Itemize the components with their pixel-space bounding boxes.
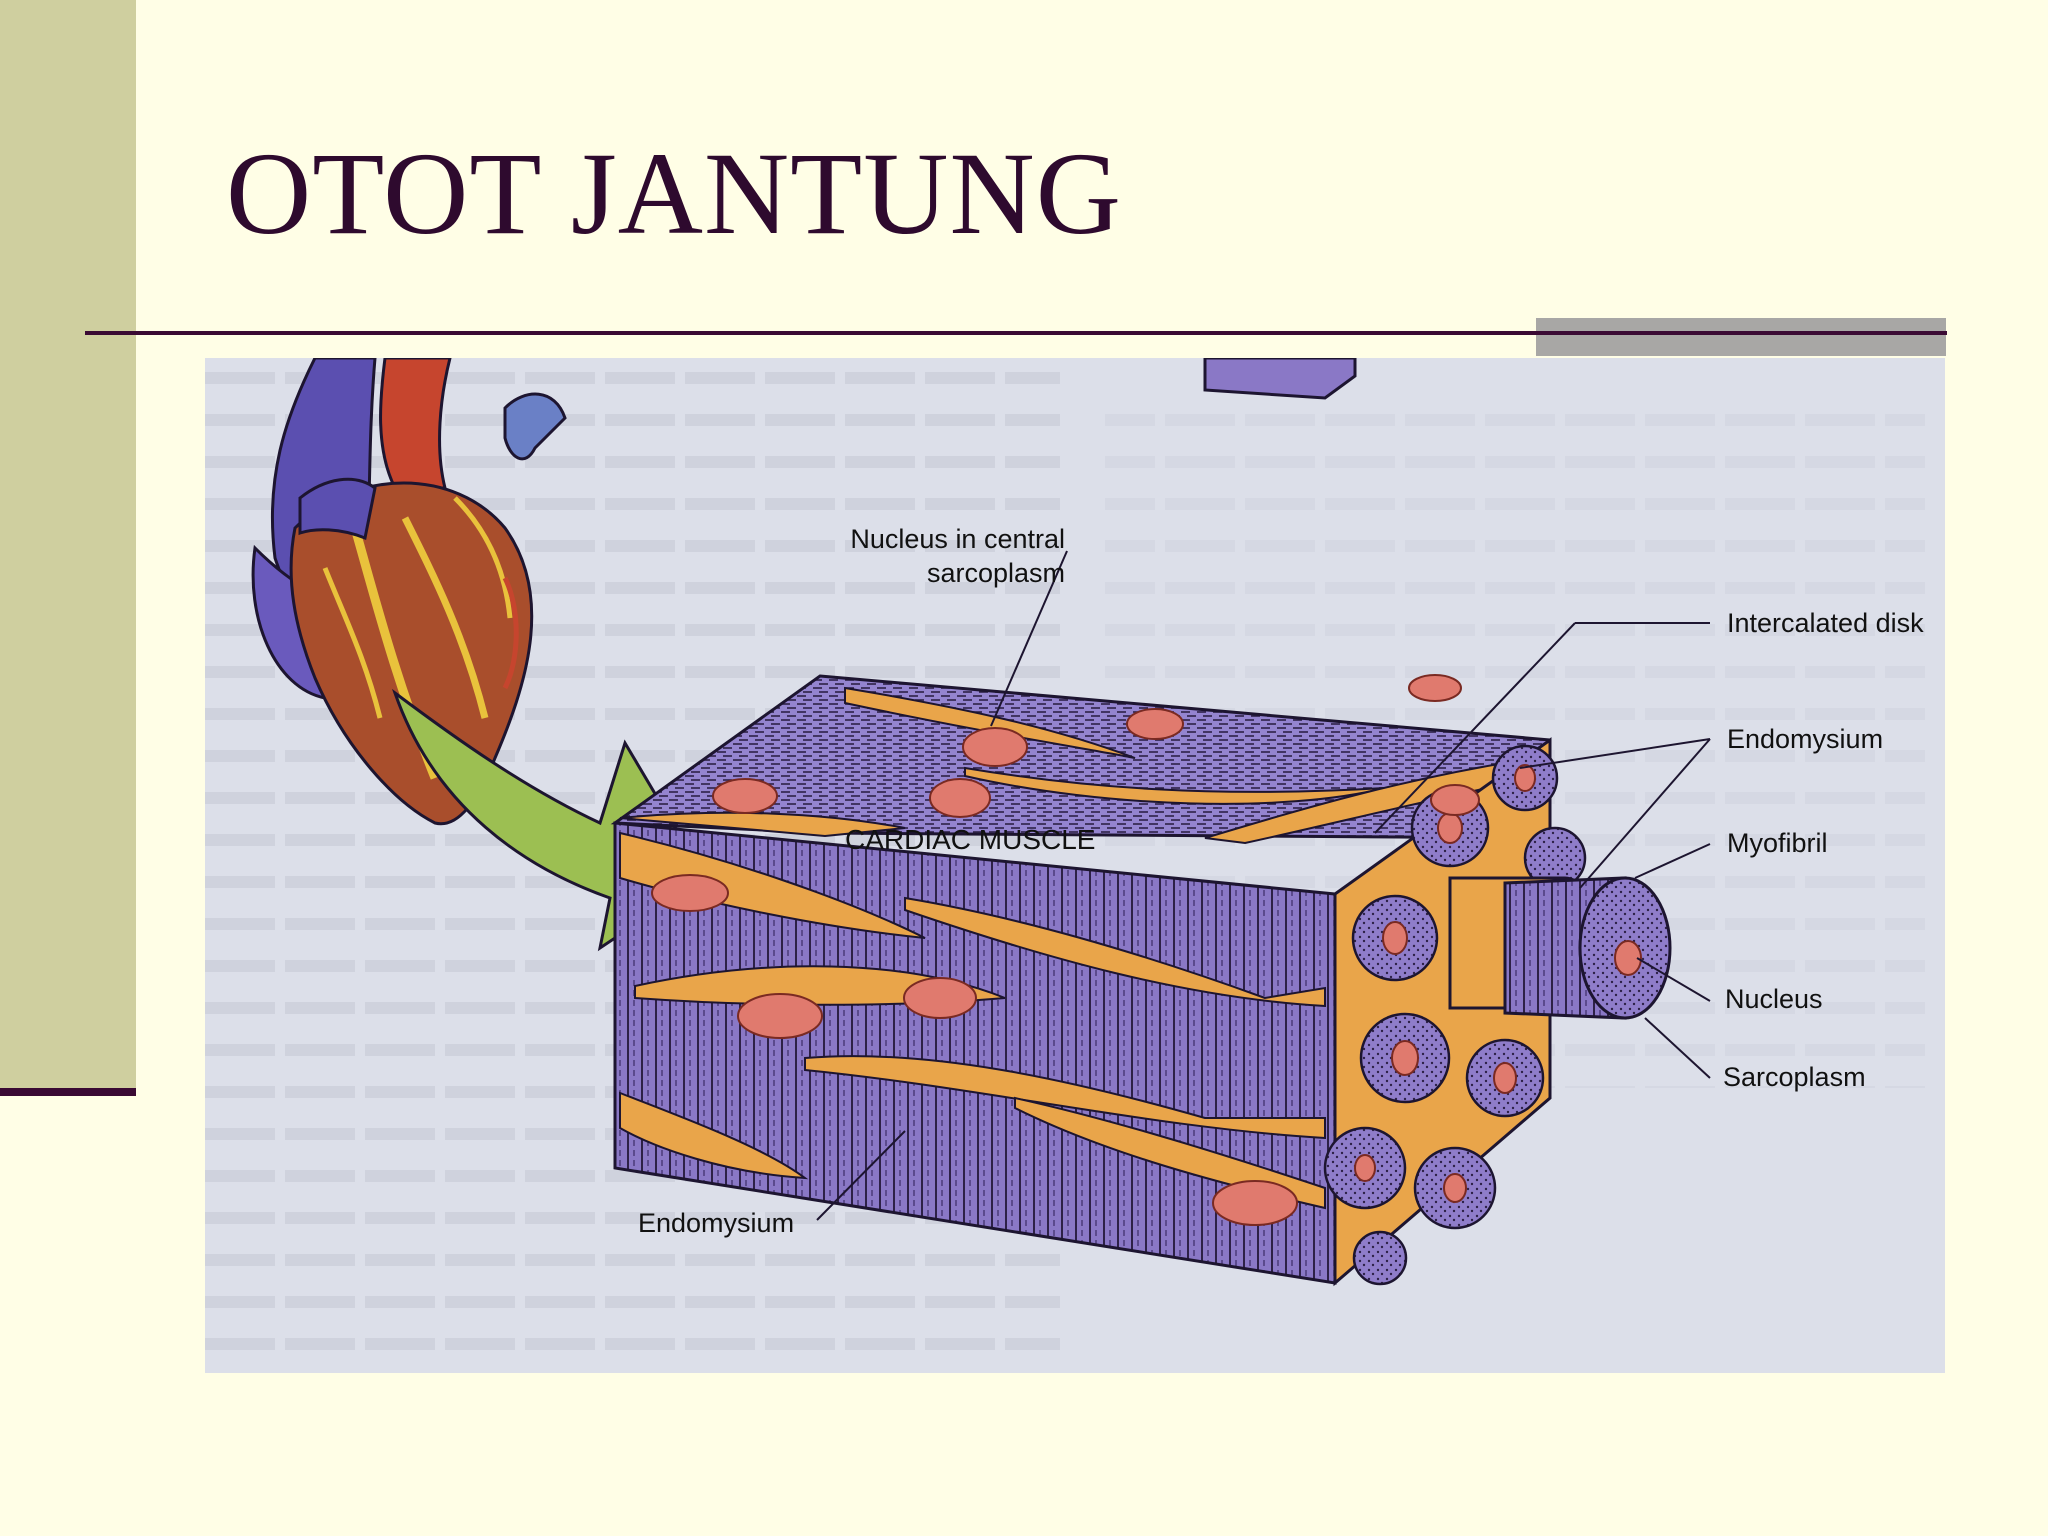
page-title: OTOT JANTUNG [226,128,1122,259]
label-nucleus-central-line1: Nucleus in central [850,524,1065,554]
nuclei [651,674,1480,1226]
cropped-muscle-block [1203,358,1357,400]
sidebar-decoration [0,0,136,1088]
title-rule [85,331,1947,335]
label-myofibril: Myofibril [1727,828,1828,858]
cardiac-muscle-illustration [205,358,1925,1373]
heart-illustration [251,358,567,826]
label-nucleus: Nucleus [1725,984,1823,1014]
label-intercalated-disk: Intercalated disk [1727,608,1924,638]
myofibril-cylinder [1448,876,1672,1020]
label-nucleus-central-line2: sarcoplasm [926,558,1065,588]
cardiac-muscle-figure: CARDIAC MUSCLE Nucleus in central sarcop… [205,358,1945,1373]
leader-lines [816,550,1711,1221]
label-endomysium-bottom: Endomysium [638,1208,795,1238]
sidebar-edge [0,1088,136,1096]
label-endomysium-right: Endomysium [1727,724,1884,754]
heart-label: CARDIAC MUSCLE [845,824,1096,855]
label-sarcoplasm: Sarcoplasm [1723,1062,1866,1092]
title-rule-accent [1536,318,1946,356]
